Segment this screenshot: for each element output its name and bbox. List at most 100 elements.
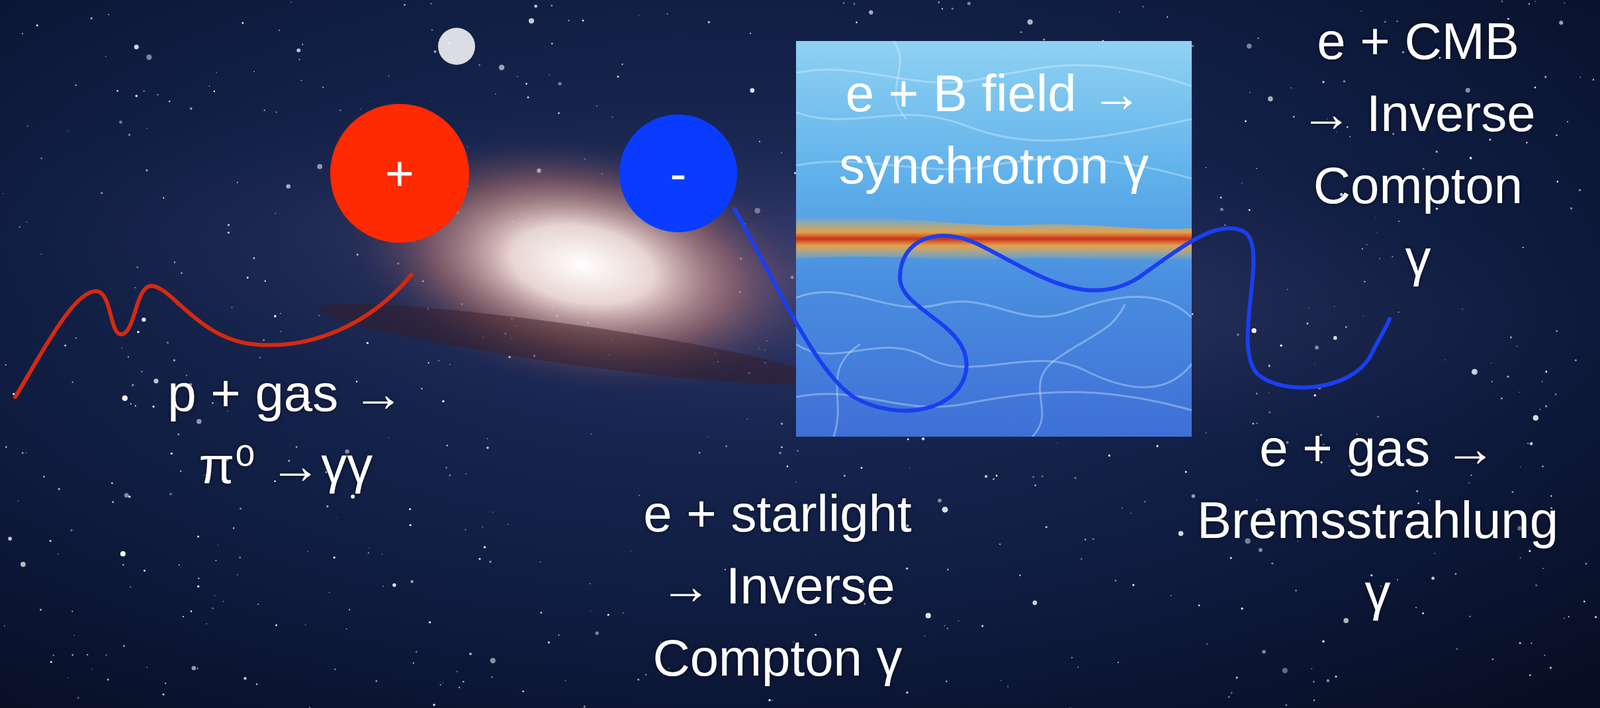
star (1530, 642, 1532, 644)
cmb-ic-label: e + CMB → Inverse Compton γ (1298, 5, 1538, 295)
electron-circle: - (619, 114, 738, 233)
star (992, 478, 995, 481)
star (921, 437, 925, 441)
star (1308, 307, 1309, 308)
star (747, 418, 748, 420)
star (611, 116, 613, 118)
star (1500, 397, 1503, 400)
star (168, 100, 171, 103)
star (1220, 196, 1223, 199)
star (123, 645, 126, 648)
star (557, 634, 560, 636)
star (771, 699, 773, 701)
star (127, 356, 130, 358)
star (1178, 530, 1184, 536)
star (1333, 306, 1336, 308)
star (1294, 589, 1297, 591)
star (134, 404, 137, 407)
star (336, 517, 337, 519)
star (121, 395, 128, 401)
star (1290, 87, 1291, 89)
star (142, 89, 145, 92)
star (360, 108, 362, 110)
star (1084, 538, 1087, 541)
star (1251, 328, 1256, 333)
star (596, 105, 598, 107)
star (481, 526, 484, 528)
star (1282, 667, 1288, 673)
star (1246, 43, 1252, 49)
star (1363, 316, 1364, 317)
star (1566, 121, 1569, 123)
star (490, 657, 496, 664)
star (230, 306, 233, 308)
star (1366, 244, 1368, 246)
star (18, 226, 21, 229)
star (264, 109, 266, 112)
star (367, 552, 370, 554)
star (1528, 549, 1531, 552)
star (938, 1, 940, 3)
star (182, 616, 184, 618)
star (924, 635, 926, 638)
star (1071, 657, 1073, 659)
star (1069, 707, 1071, 708)
star (492, 511, 493, 513)
star (368, 547, 370, 548)
star (166, 341, 169, 344)
star (205, 623, 208, 625)
star (1468, 616, 1471, 618)
star (1396, 578, 1399, 581)
star (1583, 600, 1586, 603)
star (1249, 91, 1251, 93)
star (156, 93, 159, 96)
star (209, 86, 211, 88)
star (90, 17, 93, 20)
star (1248, 209, 1251, 212)
star (52, 654, 54, 656)
star (1490, 362, 1492, 364)
star (326, 505, 329, 508)
star (1592, 78, 1595, 81)
star (431, 29, 433, 32)
star (951, 7, 954, 10)
star (905, 567, 908, 570)
star (945, 680, 948, 683)
star (1285, 704, 1288, 706)
star (134, 44, 139, 49)
star (1529, 674, 1532, 677)
star (252, 257, 255, 260)
star (259, 357, 261, 359)
star (1444, 359, 1446, 361)
star (307, 551, 309, 553)
star (1279, 344, 1282, 347)
star (1345, 326, 1348, 329)
star (905, 691, 908, 694)
star (486, 446, 489, 450)
star (111, 482, 114, 485)
star (549, 74, 550, 75)
star (645, 674, 647, 676)
star (71, 381, 74, 384)
star (211, 607, 214, 610)
star (316, 164, 323, 170)
star (279, 312, 282, 315)
star (1594, 616, 1597, 619)
star (1268, 392, 1270, 394)
star (50, 661, 53, 664)
star (1314, 394, 1317, 397)
star (1144, 500, 1147, 503)
star (1191, 494, 1196, 499)
star (1568, 616, 1570, 618)
star (749, 32, 752, 34)
star (1343, 618, 1349, 624)
star (780, 152, 783, 154)
star (328, 592, 330, 593)
star (550, 4, 553, 7)
star (71, 654, 74, 657)
star (1170, 594, 1172, 597)
star (74, 84, 77, 87)
star (1555, 134, 1558, 137)
star (479, 557, 482, 560)
star (1363, 280, 1366, 282)
